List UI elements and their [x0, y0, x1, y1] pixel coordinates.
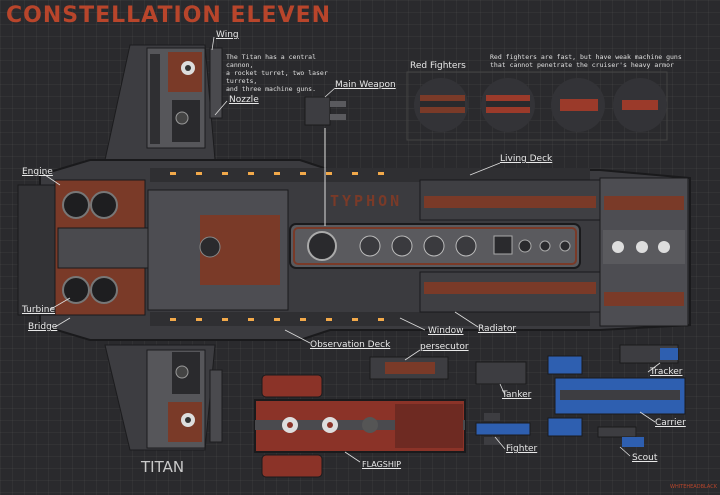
credit: WHITEHEADBLACK: [670, 484, 718, 490]
label-engine: Engine: [22, 167, 53, 177]
label-persecutor: persecutor: [420, 342, 469, 352]
lower-deck: [150, 312, 590, 326]
label-flagship: FLAGSHIP: [362, 460, 402, 469]
engine-block: [17, 184, 59, 316]
label-scout: Scout: [632, 453, 658, 463]
wing-hardpoints: [209, 47, 223, 119]
tracker-sprite: [619, 344, 679, 364]
bridge: [57, 227, 154, 269]
main-weapon-sprite: [304, 96, 346, 226]
label-fighter: Fighter: [506, 444, 538, 454]
fighters-note: Red fighters are fast, but have weak mac…: [490, 53, 682, 69]
flagship-sprite: [254, 374, 466, 478]
label-living-deck: Living Deck: [500, 154, 553, 164]
label-tanker: Tanker: [502, 390, 532, 400]
top-wing-turret: [175, 111, 189, 125]
tanker-sprite: [475, 361, 527, 385]
label-window: Window: [428, 326, 464, 336]
label-red-fighters: Red Fighters: [410, 61, 466, 71]
label-wing: Wing: [216, 30, 239, 40]
cannon-core: [307, 231, 337, 261]
turbine-lower-left: [62, 276, 90, 304]
red-fighters-panel: [406, 71, 668, 141]
label-carrier: Carrier: [655, 418, 686, 428]
turbine-lower-right: [90, 276, 118, 304]
leader-lines: [41, 36, 661, 463]
label-observation-deck: Observation Deck: [310, 340, 391, 350]
label-radiator: Radiator: [478, 324, 517, 334]
carrier-sprite: [547, 355, 686, 437]
hull-text: TYPHON: [330, 192, 402, 210]
scout-sprite: [597, 426, 644, 447]
engine-upper-right: [90, 191, 118, 219]
titan-note: The Titan has a central cannon, a rocket…: [226, 53, 328, 93]
red-fighter-sprites: [414, 78, 667, 132]
label-nozzle: Nozzle: [229, 95, 259, 105]
bottom-wing-turret: [175, 365, 189, 379]
label-main-weapon: Main Weapon: [335, 80, 396, 90]
page-title: CONSTELLATION ELEVEN: [6, 3, 332, 28]
engine-upper-left: [62, 191, 90, 219]
persecutor-sprite: [369, 356, 449, 380]
label-bridge: Bridge: [28, 322, 58, 332]
deck-lights: [170, 172, 384, 321]
label-tracker: Tracker: [650, 367, 683, 377]
fighter-sprite: [475, 413, 531, 445]
label-turbine: Turbine: [22, 305, 55, 315]
upper-deck: [150, 168, 590, 182]
titan-ship: [17, 44, 691, 451]
ship-name: TITAN: [141, 458, 185, 476]
